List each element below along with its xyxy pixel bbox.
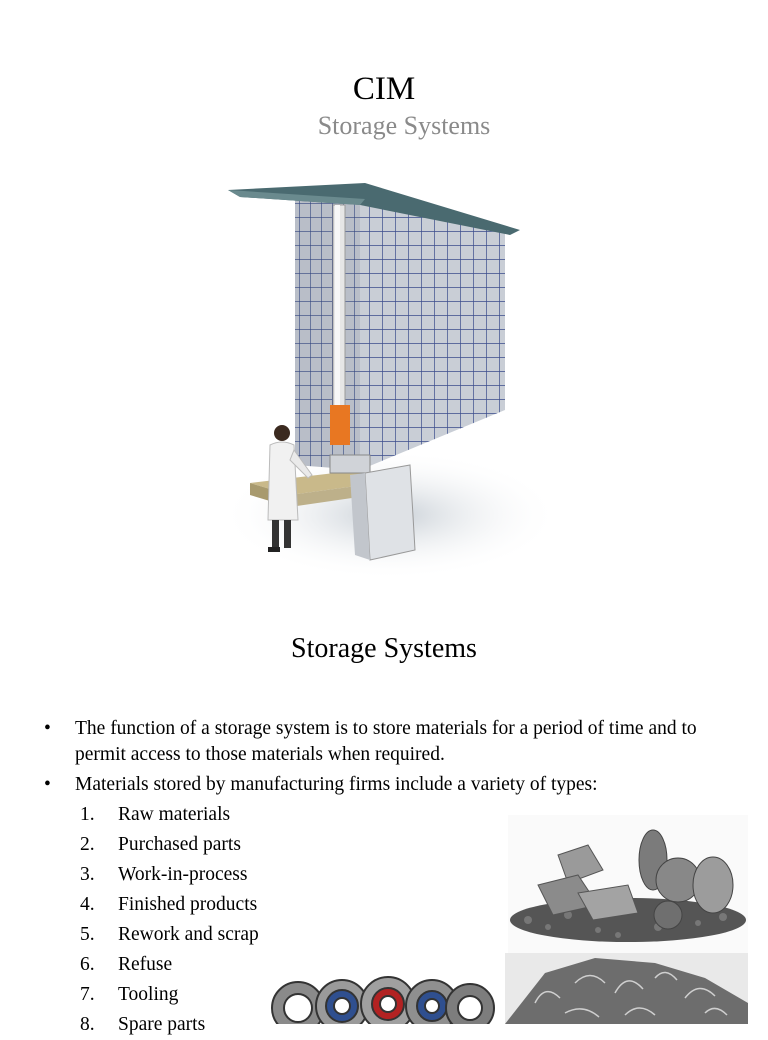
list-item: 3. Work-in-process: [80, 860, 259, 890]
item-number: 8.: [80, 1014, 95, 1035]
slide1-subtitle: Storage Systems: [317, 111, 491, 140]
list-item: 8. Spare parts: [80, 1010, 259, 1040]
item-label: Work-in-process: [118, 864, 248, 885]
slide2-title: Storage Systems: [291, 633, 477, 664]
bullet-item: • The function of a storage system is to…: [44, 716, 734, 768]
list-item: 6. Refuse: [80, 950, 259, 980]
item-number: 2.: [80, 834, 95, 855]
material-types-list: 1. Raw materials 2. Purchased parts 3. Work…: [80, 800, 259, 1040]
item-number: 4.: [80, 894, 95, 915]
bullet-item: • Materials stored by manufacturing firm…: [44, 772, 734, 798]
ball-bearings-image: [270, 968, 495, 1024]
metal-scrap-image: [505, 953, 748, 1024]
item-number: 6.: [80, 954, 95, 975]
bullet-marker: •: [44, 774, 51, 795]
item-number: 3.: [80, 864, 95, 885]
item-label: Rework and scrap: [118, 924, 259, 945]
bullet-text: The function of a storage system is to s…: [75, 718, 697, 765]
item-label: Refuse: [118, 954, 173, 975]
item-number: 5.: [80, 924, 95, 945]
metal-ingots-image: [508, 815, 748, 955]
list-item: 4. Finished products: [80, 890, 259, 920]
asrs-warehouse-image: [220, 183, 560, 580]
item-number: 7.: [80, 984, 95, 1005]
item-label: Spare parts: [118, 1014, 206, 1035]
list-item: 7. Tooling: [80, 980, 259, 1010]
item-label: Finished products: [118, 894, 258, 915]
list-item: 1. Raw materials: [80, 800, 259, 830]
item-number: 1.: [80, 804, 95, 825]
bullet-text: Materials stored by manufacturing firms …: [75, 774, 598, 795]
slide1-title: CIM: [352, 71, 416, 107]
list-item: 2. Purchased parts: [80, 830, 259, 860]
item-label: Purchased parts: [118, 834, 241, 855]
bullet-marker: •: [44, 718, 51, 739]
item-label: Raw materials: [118, 804, 231, 825]
item-label: Tooling: [118, 984, 179, 1005]
list-item: 5. Rework and scrap: [80, 920, 259, 950]
bullet-list: • The function of a storage system is to…: [44, 716, 734, 802]
